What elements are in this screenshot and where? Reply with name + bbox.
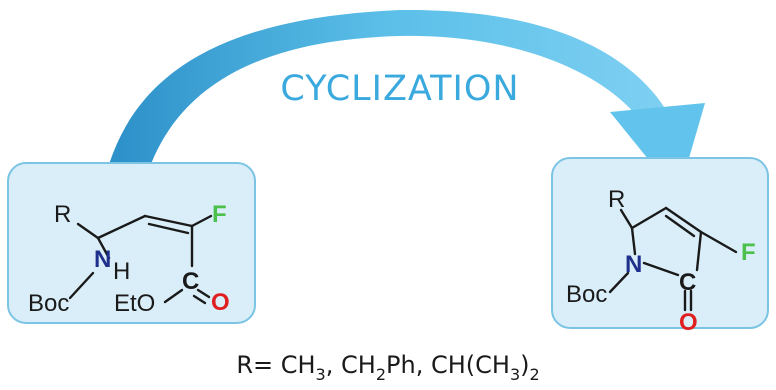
product-nitrogen-label: N <box>625 251 642 278</box>
caption-group-1: CH <box>281 351 316 379</box>
caption-group-3-close: ) <box>520 351 529 379</box>
reactant-boc-label: Boc <box>28 290 69 317</box>
reactant-box <box>7 162 256 324</box>
arrow-body <box>100 9 672 202</box>
product-carbon-label: C <box>679 269 696 296</box>
product-box <box>551 157 769 329</box>
product-oxygen-label: O <box>679 309 698 336</box>
caption-group-1-subscript: 3 <box>316 365 326 384</box>
caption-group-2-subscript: 2 <box>376 365 386 384</box>
reactant-carbon-label: C <box>182 268 199 295</box>
product-bonds <box>608 206 738 312</box>
caption-group-3: CH(CH <box>431 351 510 379</box>
reactant-bonds <box>68 214 213 305</box>
reactant-panel: R N H Boc EtO C O F <box>7 162 256 324</box>
title-cyclization: CYCLIZATION <box>280 69 519 109</box>
caption-group-3-subscript-2: 2 <box>530 365 540 384</box>
reactant-oxygen-label: O <box>211 289 230 316</box>
product-boc-label: Boc <box>566 281 607 308</box>
reactant-eto-label: EtO <box>114 290 155 317</box>
reactant-fluorine-label: F <box>212 201 227 228</box>
reactant-nitrogen-label: N <box>94 246 111 273</box>
caption-group-2: CH <box>341 351 376 379</box>
reactant-r-label: R <box>54 201 71 228</box>
caption-prefix: R= <box>236 351 280 379</box>
caption-separator-1: , <box>326 351 341 379</box>
product-panel: R N Boc C O F <box>551 157 769 336</box>
product-fluorine-label: F <box>741 239 756 266</box>
caption-separator-2: , <box>416 351 431 379</box>
reactant-hydrogen-label: H <box>113 258 130 285</box>
product-r-label: R <box>608 186 625 213</box>
caption-group-3-subscript-1: 3 <box>510 365 520 384</box>
caption-group-2-tail: Ph <box>386 351 416 379</box>
substituent-caption: R= CH3, CH2Ph, CH(CH3)2 <box>236 351 539 384</box>
